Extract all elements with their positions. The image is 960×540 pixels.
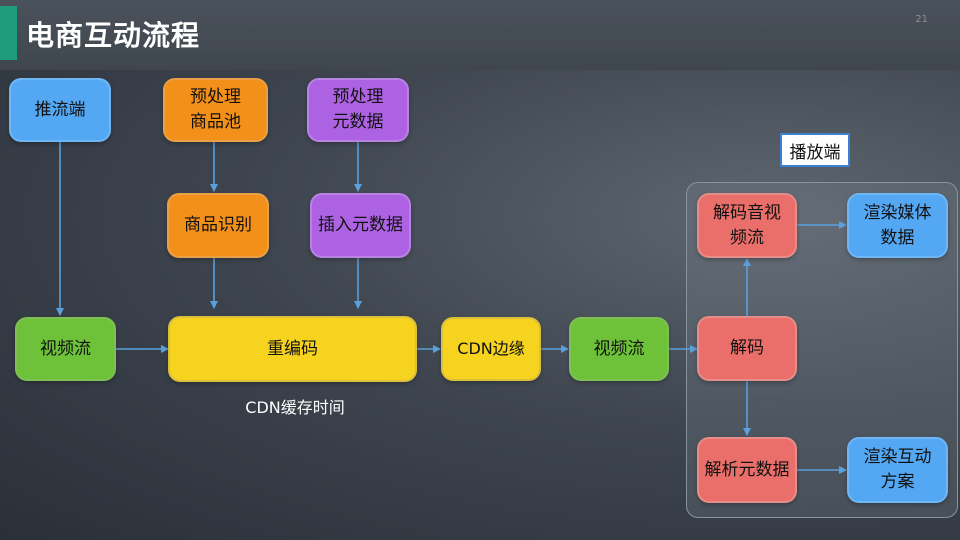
node-re-encode: 重编码 — [168, 316, 417, 382]
node-decode-av-stream: 解码音视 频流 — [697, 193, 797, 258]
player-end-label: 播放端 — [780, 133, 850, 167]
node-preprocess-metadata: 预处理 元数据 — [307, 78, 409, 142]
node-insert-metadata: 插入元数据 — [310, 193, 411, 258]
node-parse-metadata: 解析元数据 — [697, 437, 797, 503]
cdn-cache-time-label: CDN缓存时间 — [245, 398, 345, 417]
title-bar: 电商互动流程 21 — [0, 0, 960, 70]
node-push-end: 推流端 — [9, 78, 111, 142]
node-decode: 解码 — [697, 316, 797, 381]
node-render-interaction: 渲染互动 方案 — [847, 437, 948, 503]
node-cdn-edge: CDN边缘 — [441, 317, 541, 381]
page-number: 21 — [915, 14, 928, 25]
node-preprocess-product-pool: 预处理 商品池 — [163, 78, 268, 142]
page-title: 电商互动流程 — [26, 19, 201, 52]
node-render-media-data: 渲染媒体 数据 — [847, 193, 948, 258]
node-product-recognition: 商品识别 — [167, 193, 269, 258]
node-video-stream-1: 视频流 — [15, 317, 116, 381]
title-accent-bar — [0, 6, 17, 60]
node-video-stream-2: 视频流 — [569, 317, 669, 381]
